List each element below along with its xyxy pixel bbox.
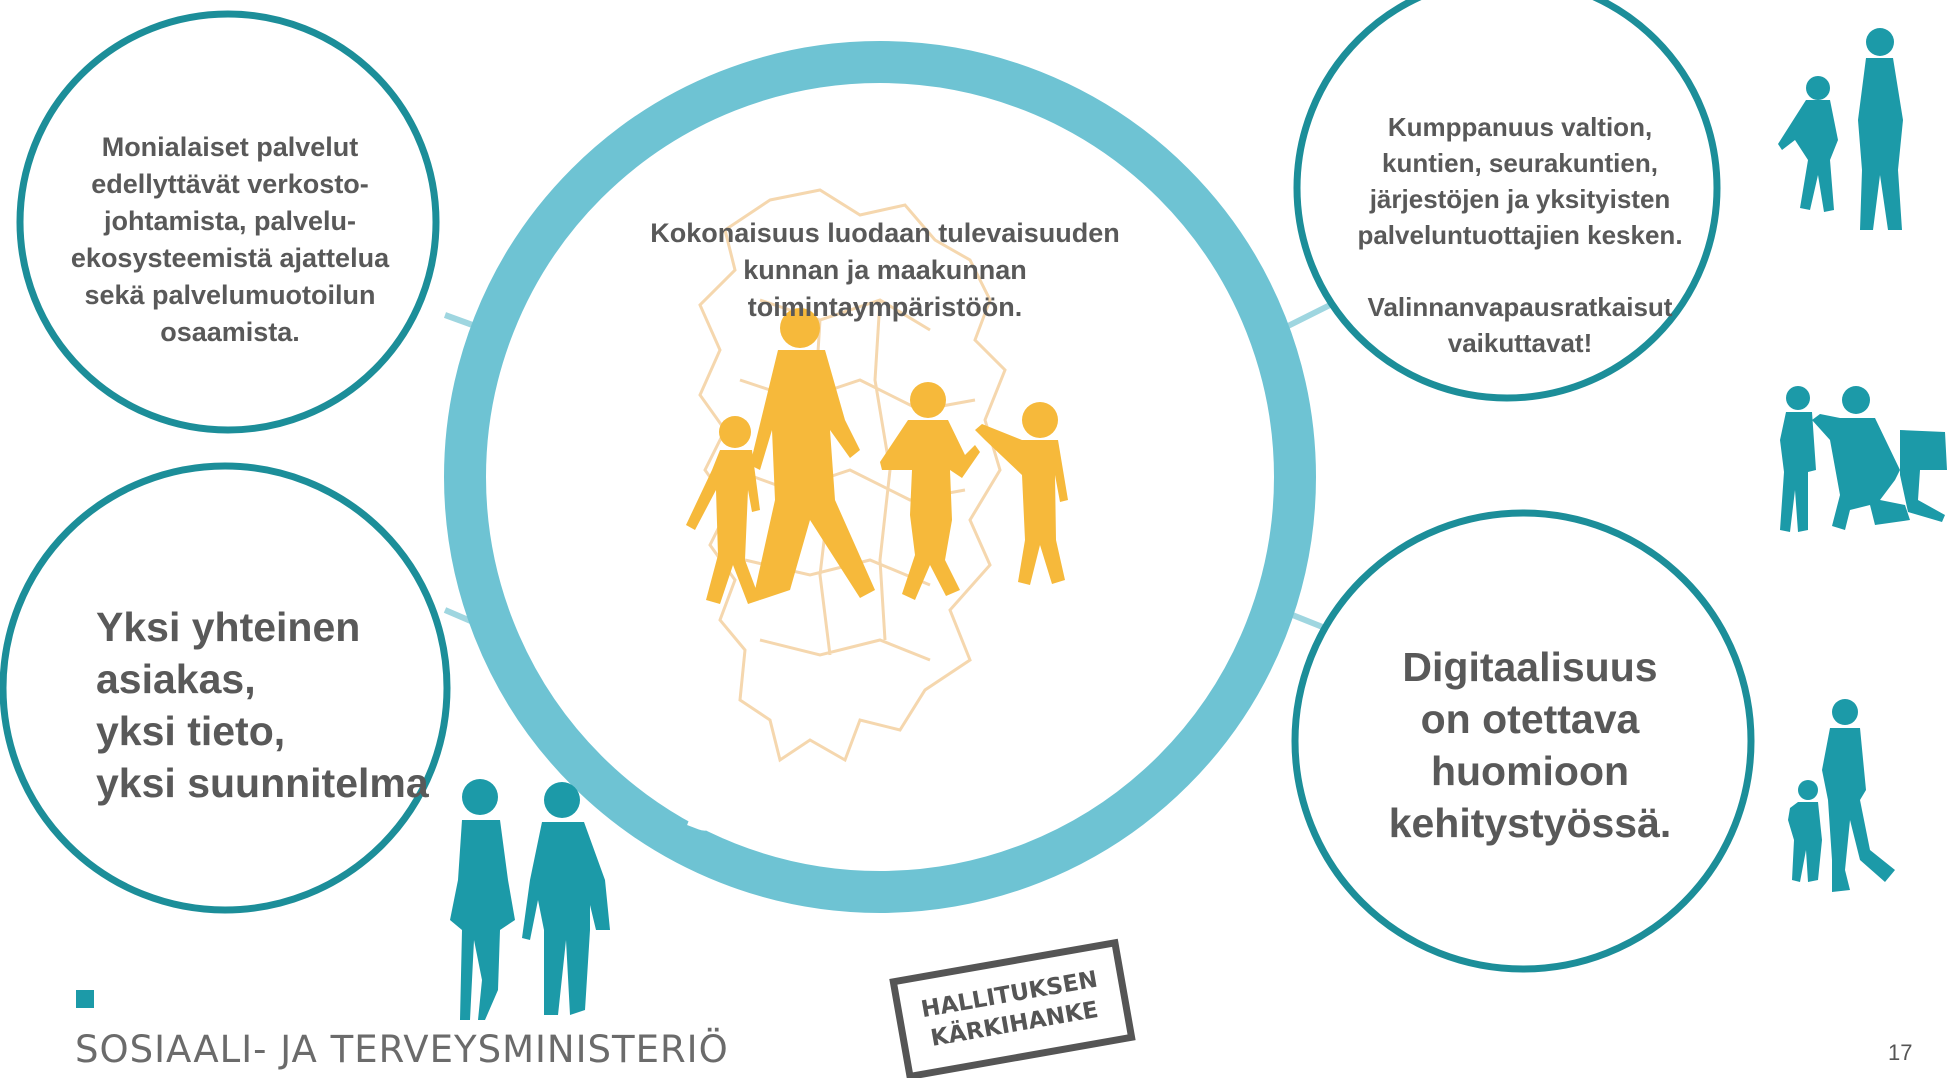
text-line: johtamista, palvelu- (103, 206, 357, 236)
text-line: yksi tieto, (96, 708, 286, 754)
center-caption: Kokonaisuus luodaan tulevaisuuden kunnan… (560, 210, 1210, 330)
text-line: Monialaiset palvelut (101, 132, 359, 162)
bubble-bottom-right (1291, 509, 1755, 973)
text-line: Kokonaisuus luodaan tulevaisuuden (650, 217, 1120, 248)
text-line: asiakas, (96, 656, 256, 702)
text-line: Kumppanuus valtion, (1387, 112, 1653, 142)
bubble-top-left (16, 10, 440, 434)
child-right-figure (975, 402, 1068, 585)
text-line: kuntien, seurakuntien, (1382, 148, 1658, 178)
text-line: Yksi yhteinen (96, 604, 361, 650)
couple-silhouette (450, 779, 610, 1020)
ministry-logo-square (76, 990, 94, 1008)
text-line: toimintaympäristöön. (747, 291, 1023, 322)
bubble-bottom-right-text: Digitaalisuus on otettava huomioon kehit… (1330, 640, 1730, 850)
bubble-bottom-left (0, 462, 451, 914)
text-line: kunnan ja maakunnan (743, 254, 1027, 285)
text-line: palveluntuottajien kesken. (1357, 220, 1683, 250)
teal-silhouettes (450, 28, 1947, 1020)
parent-toddler-silhouette (1788, 699, 1895, 892)
adult-walking-figure (750, 308, 875, 600)
text-line: yksi suunnitelma (96, 760, 429, 806)
digitaalisuus-ring (444, 41, 1316, 913)
doctor-child-silhouette (1780, 386, 1947, 532)
text-line: Digitaalisuus (1402, 644, 1658, 690)
text-line: osaamista. (160, 317, 300, 347)
child-middle-figure (880, 382, 980, 600)
mother-child-silhouette (1778, 28, 1903, 230)
text-line: edellyttävät verkosto- (91, 169, 369, 199)
region-map (698, 188, 1007, 763)
text-line: huomioon (1430, 748, 1630, 794)
text-line: järjestöjen ja yksityisten (1369, 184, 1671, 214)
text-line: vaikuttavat! (1447, 328, 1593, 358)
bubble-bottom-left-text: Yksi yhteinen asiakas, yksi tieto, yksi … (96, 600, 466, 810)
child-left-figure (686, 416, 760, 604)
text-line: ekosysteemistä ajattelua (70, 243, 390, 273)
text-line: on otettava (1420, 696, 1640, 742)
bubble-top-left-text: Monialaiset palvelut edellyttävät verkos… (20, 120, 440, 360)
text-line: Valinnanvapausratkaisut (1367, 292, 1673, 322)
hallituksen-karkihanke-stamp: HALLITUKSEN KÄRKIHANKE (889, 938, 1136, 1078)
ministry-name: SOSIAALI- JA TERVEYSMINISTERIÖ (75, 1028, 729, 1071)
bubble-top-right-text: Kumppanuus valtion, kuntien, seurakuntie… (1290, 95, 1750, 375)
text-line: sekä palvelumuotoilun (84, 280, 376, 310)
page-number: 17 (1888, 1040, 1913, 1065)
bubble-top-right (1293, 0, 1721, 402)
family-silhouette (686, 308, 1068, 604)
text-line: kehitystyössä. (1388, 800, 1672, 846)
